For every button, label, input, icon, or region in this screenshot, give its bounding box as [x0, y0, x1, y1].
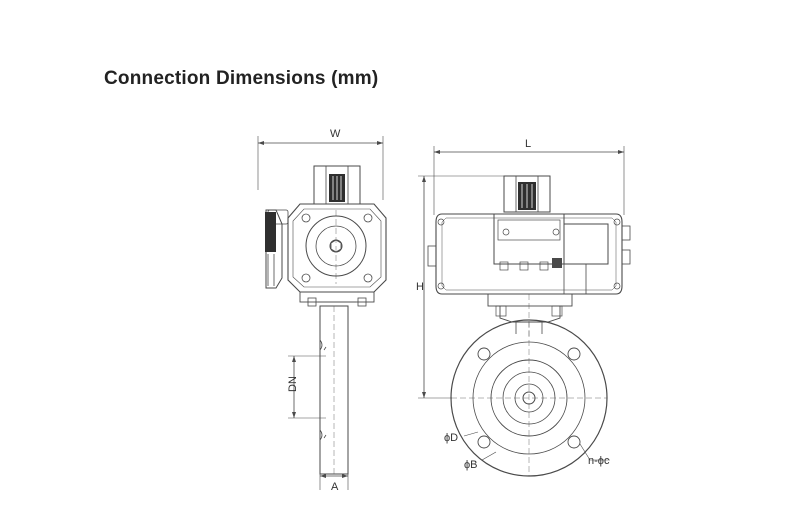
label-phi-d: ϕD: [444, 432, 458, 444]
page-title: Connection Dimensions (mm): [104, 68, 379, 89]
dimension-h: H: [416, 175, 512, 399]
dimension-dn: DN: [287, 355, 326, 419]
label-n-phi-c: n-ϕc: [588, 455, 610, 467]
dimension-l: L: [433, 138, 625, 215]
front-view: L H: [416, 138, 631, 477]
label-w: W: [330, 128, 341, 140]
label-a: A: [331, 481, 339, 493]
label-l: L: [525, 138, 531, 150]
side-view: W: [257, 128, 387, 493]
label-h: H: [416, 281, 424, 293]
dimension-w: W: [257, 128, 384, 200]
label-phi-b: ϕB: [464, 459, 478, 471]
label-dn: DN: [287, 376, 299, 392]
dimension-a: A: [319, 474, 349, 493]
